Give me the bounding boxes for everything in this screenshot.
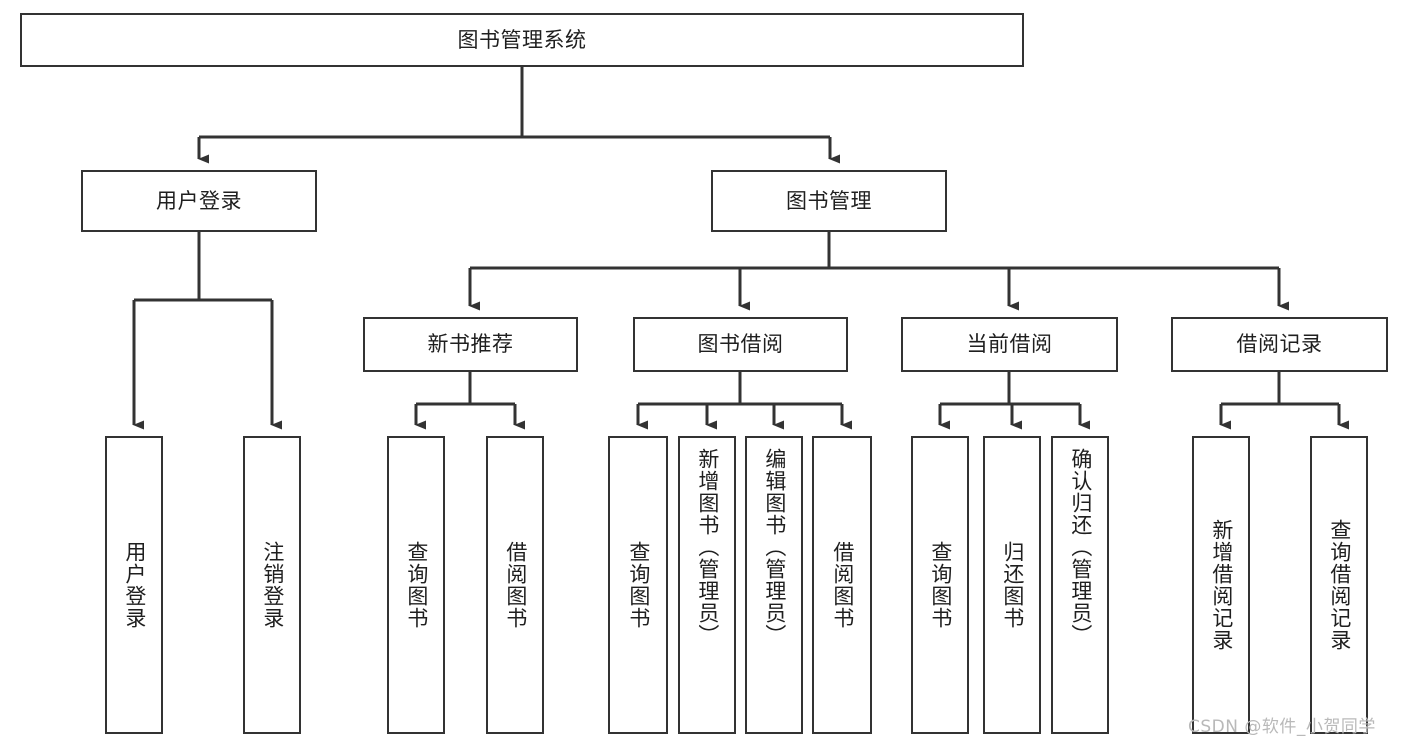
node-leaf-borrow-book-rec-label: 借阅图书	[503, 541, 528, 629]
node-leaf-query-record[interactable]: 查询借阅记录	[1310, 436, 1368, 734]
node-leaf-borrow-book[interactable]: 借阅图书	[812, 436, 872, 734]
node-book-manage-label: 图书管理	[786, 188, 872, 213]
node-leaf-user-logout[interactable]: 注销登录	[243, 436, 301, 734]
node-leaf-confirm-return-label: 确认归还（管理员）	[1068, 448, 1093, 646]
node-leaf-query-book-rec[interactable]: 查询图书	[387, 436, 445, 734]
node-leaf-query-book-cur[interactable]: 查询图书	[911, 436, 969, 734]
node-book-borrow[interactable]: 图书借阅	[633, 317, 848, 372]
node-current-borrow[interactable]: 当前借阅	[901, 317, 1118, 372]
node-leaf-add-record-label: 新增借阅记录	[1209, 519, 1234, 651]
node-leaf-query-book-rec-label: 查询图书	[404, 541, 429, 629]
node-leaf-user-logout-label: 注销登录	[260, 541, 285, 629]
node-leaf-return-book-label: 归还图书	[1000, 541, 1025, 629]
node-leaf-query-book-borrow[interactable]: 查询图书	[608, 436, 668, 734]
node-borrow-record[interactable]: 借阅记录	[1171, 317, 1388, 372]
node-user-login-label: 用户登录	[156, 188, 242, 213]
node-book-manage[interactable]: 图书管理	[711, 170, 947, 232]
node-leaf-query-book-cur-label: 查询图书	[928, 541, 953, 629]
node-leaf-user-login-label: 用户登录	[122, 541, 147, 629]
node-book-borrow-label: 图书借阅	[697, 332, 784, 357]
node-borrow-record-label: 借阅记录	[1236, 332, 1323, 357]
node-leaf-add-book[interactable]: 新增图书（管理员）	[678, 436, 736, 734]
node-leaf-confirm-return[interactable]: 确认归还（管理员）	[1051, 436, 1109, 734]
node-new-book-rec[interactable]: 新书推荐	[363, 317, 578, 372]
node-current-borrow-label: 当前借阅	[966, 332, 1053, 357]
node-user-login[interactable]: 用户登录	[81, 170, 317, 232]
node-leaf-borrow-book-label: 借阅图书	[830, 541, 855, 629]
node-leaf-borrow-book-rec[interactable]: 借阅图书	[486, 436, 544, 734]
node-leaf-user-login[interactable]: 用户登录	[105, 436, 163, 734]
node-leaf-edit-book[interactable]: 编辑图书（管理员）	[745, 436, 803, 734]
node-leaf-add-record[interactable]: 新增借阅记录	[1192, 436, 1250, 734]
node-leaf-query-record-label: 查询借阅记录	[1327, 519, 1352, 651]
node-leaf-edit-book-label: 编辑图书（管理员）	[762, 448, 787, 646]
node-new-book-rec-label: 新书推荐	[427, 332, 514, 357]
node-root-label: 图书管理系统	[457, 27, 587, 52]
node-leaf-add-book-label: 新增图书（管理员）	[695, 448, 720, 646]
csdn-watermark: CSDN @软件_小贺同学	[1188, 717, 1376, 737]
node-leaf-return-book[interactable]: 归还图书	[983, 436, 1041, 734]
node-root[interactable]: 图书管理系统	[20, 13, 1024, 67]
node-leaf-query-book-borrow-label: 查询图书	[626, 541, 651, 629]
